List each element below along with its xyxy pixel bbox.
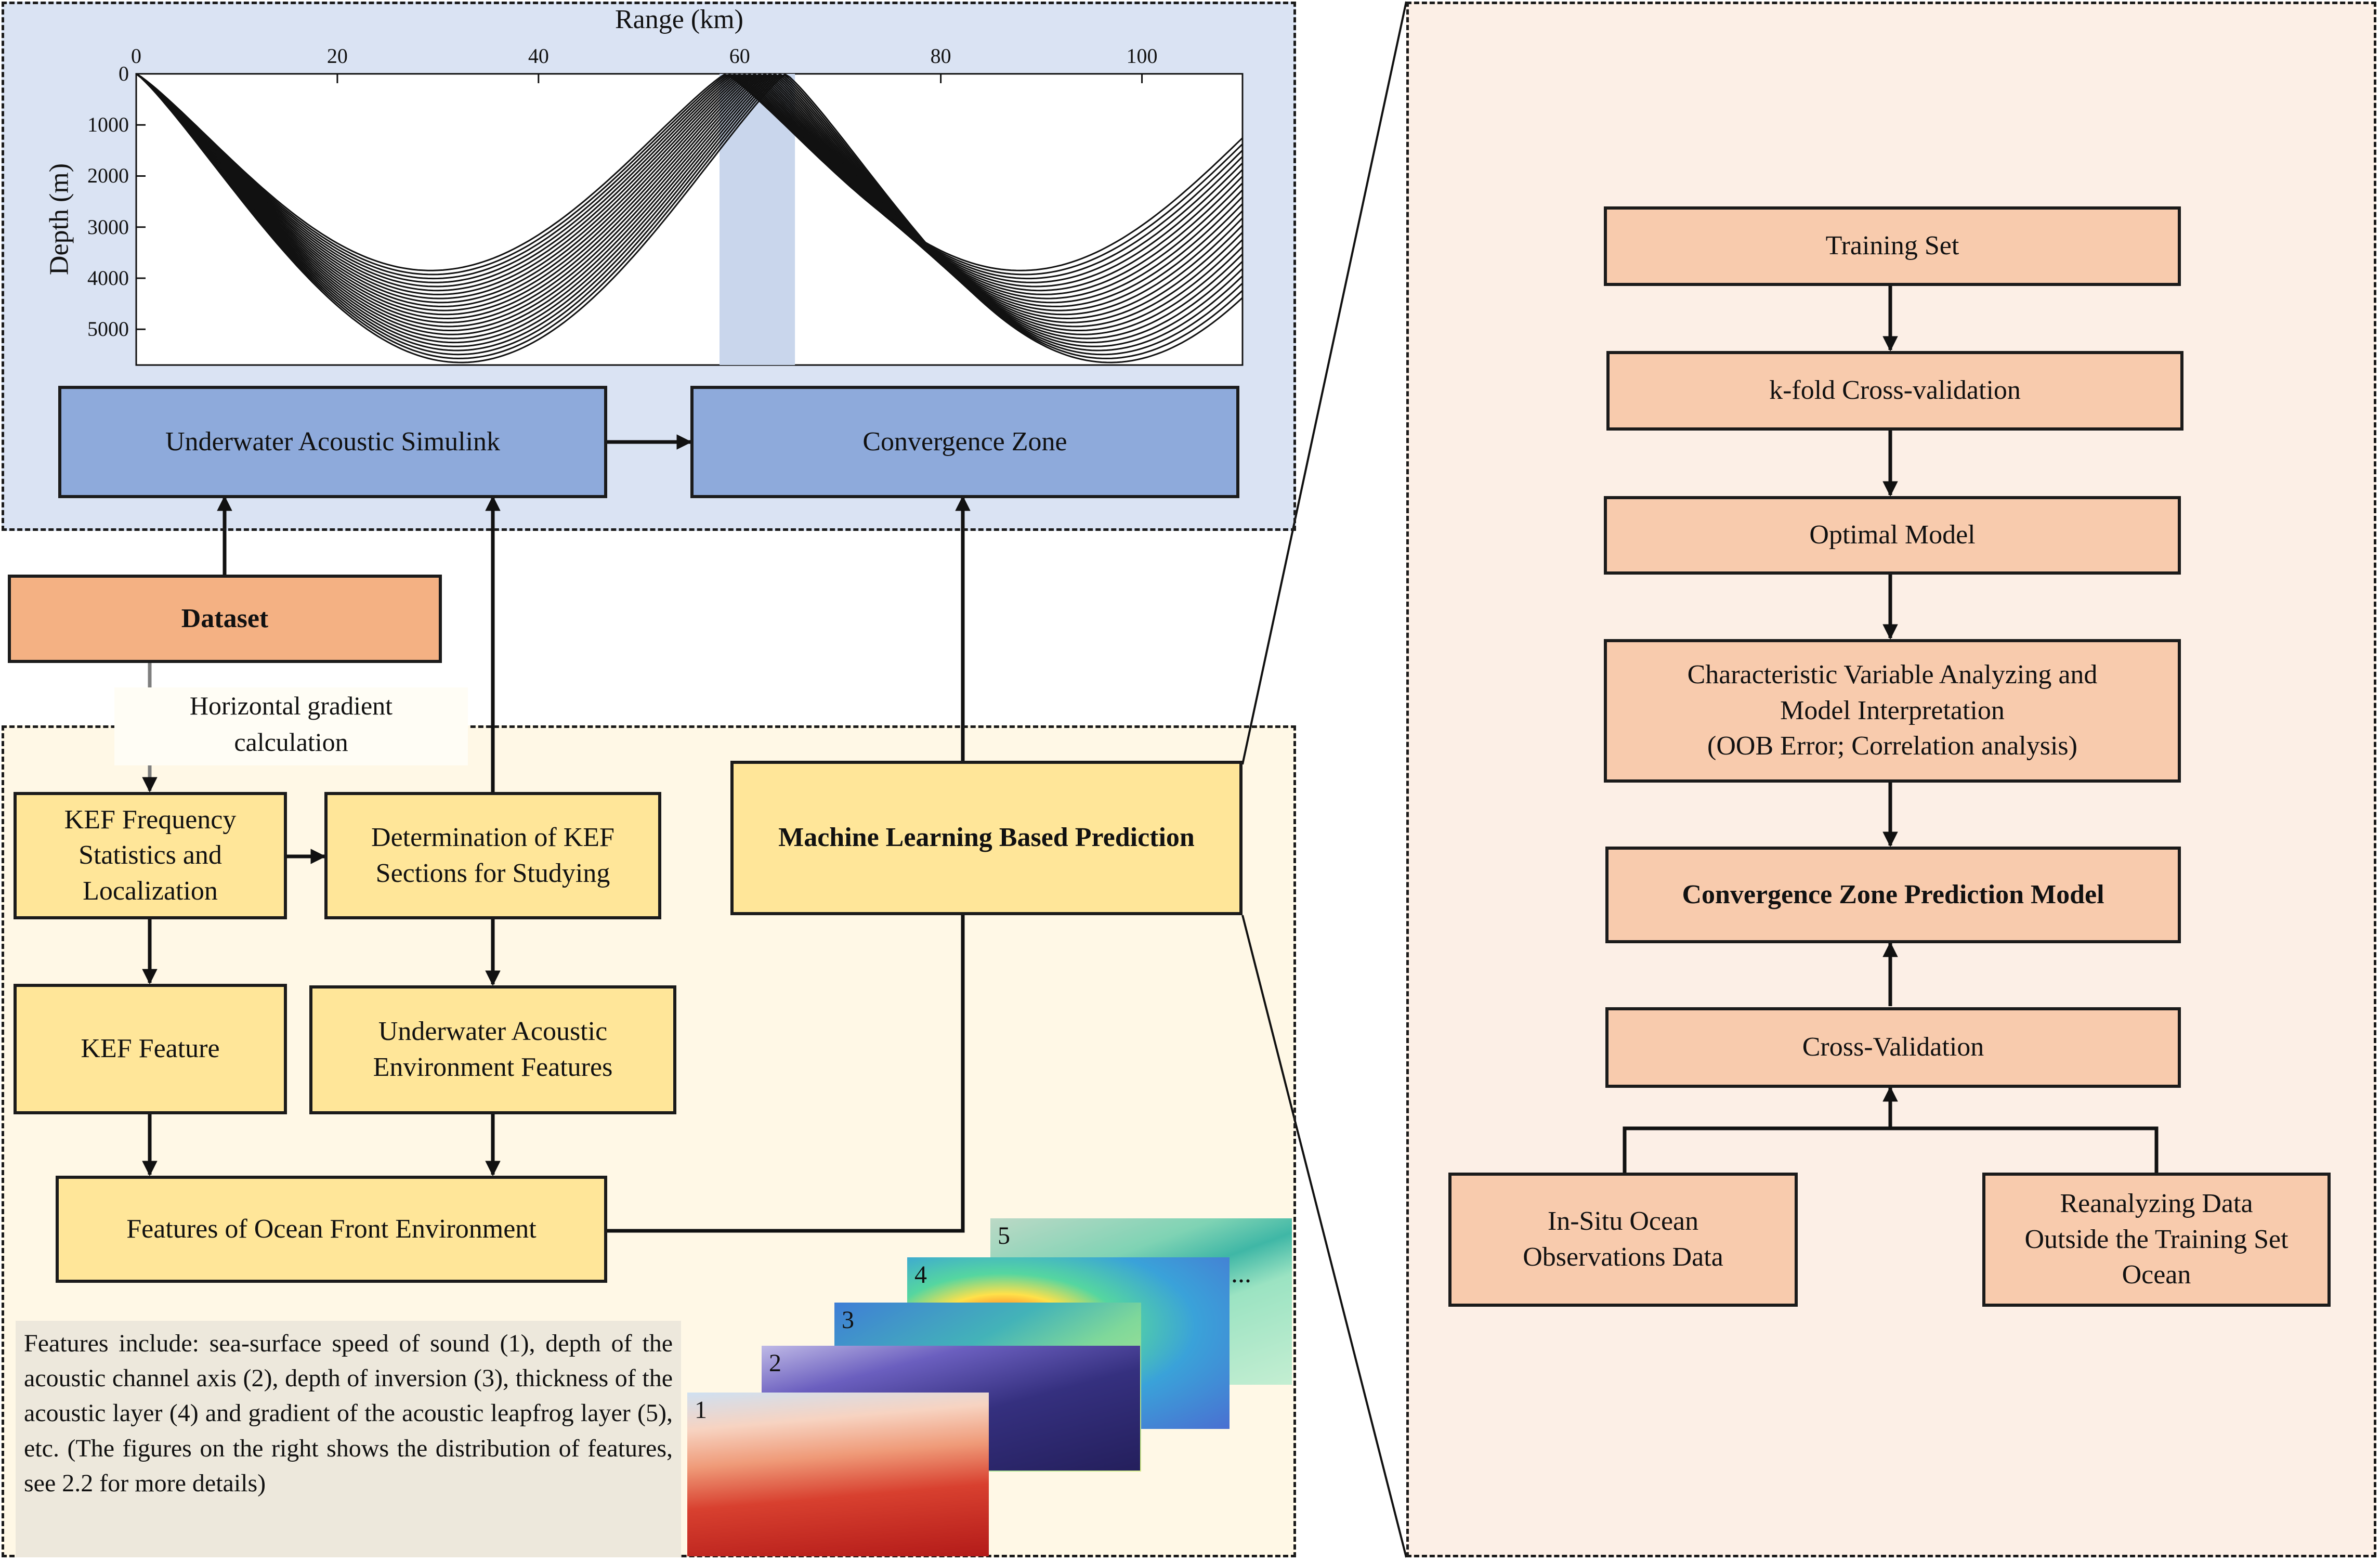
horizontal-gradient-label: Horizontal gradient calculation bbox=[114, 687, 468, 765]
y-tick-label: 4000 bbox=[87, 266, 129, 290]
ray-path bbox=[136, 73, 1244, 320]
simulink-box: Underwater Acoustic Simulink bbox=[58, 386, 607, 498]
y-tick-label: 2000 bbox=[87, 164, 129, 188]
ray-path bbox=[136, 73, 1244, 331]
convergence-zone-box: Convergence Zone bbox=[690, 386, 1239, 498]
ray-path bbox=[136, 73, 1244, 352]
ray-path bbox=[136, 73, 1244, 295]
dataset-box: Dataset bbox=[8, 575, 442, 663]
optimal-model-box: Optimal Model bbox=[1604, 496, 2181, 575]
model-region bbox=[1406, 2, 2376, 1557]
ray-path bbox=[136, 73, 1244, 340]
ray-path bbox=[136, 73, 1244, 280]
kfold-box: k-fold Cross-validation bbox=[1606, 351, 2183, 431]
x-tick-label: 20 bbox=[326, 44, 348, 68]
ray-path bbox=[136, 73, 1244, 271]
x-tick-label: 40 bbox=[528, 44, 549, 68]
ray-path bbox=[136, 73, 1244, 356]
kef-frequency-box: KEF Frequency Statistics and Localizatio… bbox=[14, 792, 287, 919]
ocean-front-box: Features of Ocean Front Environment bbox=[56, 1176, 607, 1283]
ray-path bbox=[136, 73, 1244, 344]
y-tick-label: 5000 bbox=[87, 317, 129, 341]
ray-path bbox=[136, 73, 1244, 307]
x-tick-label: 100 bbox=[1126, 44, 1158, 68]
training-set-box: Training Set bbox=[1604, 206, 2181, 286]
cz-prediction-model-box: Convergence Zone Prediction Model bbox=[1605, 847, 2181, 943]
feature-map-1: 1 bbox=[687, 1393, 989, 1556]
ml-prediction-box: Machine Learning Based Prediction bbox=[730, 761, 1243, 915]
funnel-line-top bbox=[1241, 1, 1407, 765]
ray-path bbox=[136, 73, 1244, 288]
reanalyzing-box: Reanalyzing Data Outside the Training Se… bbox=[1982, 1173, 2331, 1307]
uae-features-box: Underwater Acoustic Environment Features bbox=[309, 985, 676, 1114]
x-axis-title: Range (km) bbox=[615, 5, 743, 34]
x-tick-label: 80 bbox=[930, 44, 951, 68]
kef-sections-box: Determination of KEF Sections for Studyi… bbox=[324, 792, 661, 919]
funnel-line-bottom bbox=[1241, 915, 1407, 1558]
ray-path bbox=[136, 73, 1244, 359]
simulation-region bbox=[2, 2, 1296, 531]
features-note: Features include: sea-surface speed of s… bbox=[16, 1321, 681, 1557]
x-tick-label: 60 bbox=[729, 44, 750, 68]
ray-path bbox=[136, 73, 1244, 304]
ray-path bbox=[136, 73, 1244, 328]
ray-path bbox=[136, 73, 1244, 292]
ray-path bbox=[136, 73, 1244, 311]
ray-path bbox=[136, 73, 1244, 283]
ray-trace-chart bbox=[135, 73, 1244, 366]
in-situ-box: In-Situ Ocean Observations Data bbox=[1448, 1173, 1798, 1307]
characteristic-box: Characteristic Variable Analyzing and Mo… bbox=[1604, 639, 2181, 783]
ray-path bbox=[136, 73, 1244, 335]
ray-path bbox=[136, 73, 1244, 300]
chart-axes bbox=[135, 73, 1143, 330]
y-tick-label: 0 bbox=[119, 62, 129, 85]
more-maps-ellipsis: ... bbox=[1231, 1259, 1251, 1289]
cross-validation-box: Cross-Validation bbox=[1605, 1007, 2181, 1088]
y-tick-label: 3000 bbox=[87, 215, 129, 239]
y-tick-label: 1000 bbox=[87, 113, 129, 137]
ray-path bbox=[136, 73, 1244, 316]
ray-path bbox=[136, 73, 1244, 323]
x-tick-label: 0 bbox=[131, 44, 141, 68]
kef-feature-box: KEF Feature bbox=[14, 984, 287, 1114]
ray-path bbox=[136, 73, 1244, 276]
ray-paths bbox=[136, 73, 1244, 363]
arrow-ocean-front-to-ml bbox=[607, 915, 965, 1233]
ray-path bbox=[136, 73, 1244, 363]
ray-path bbox=[136, 73, 1244, 347]
